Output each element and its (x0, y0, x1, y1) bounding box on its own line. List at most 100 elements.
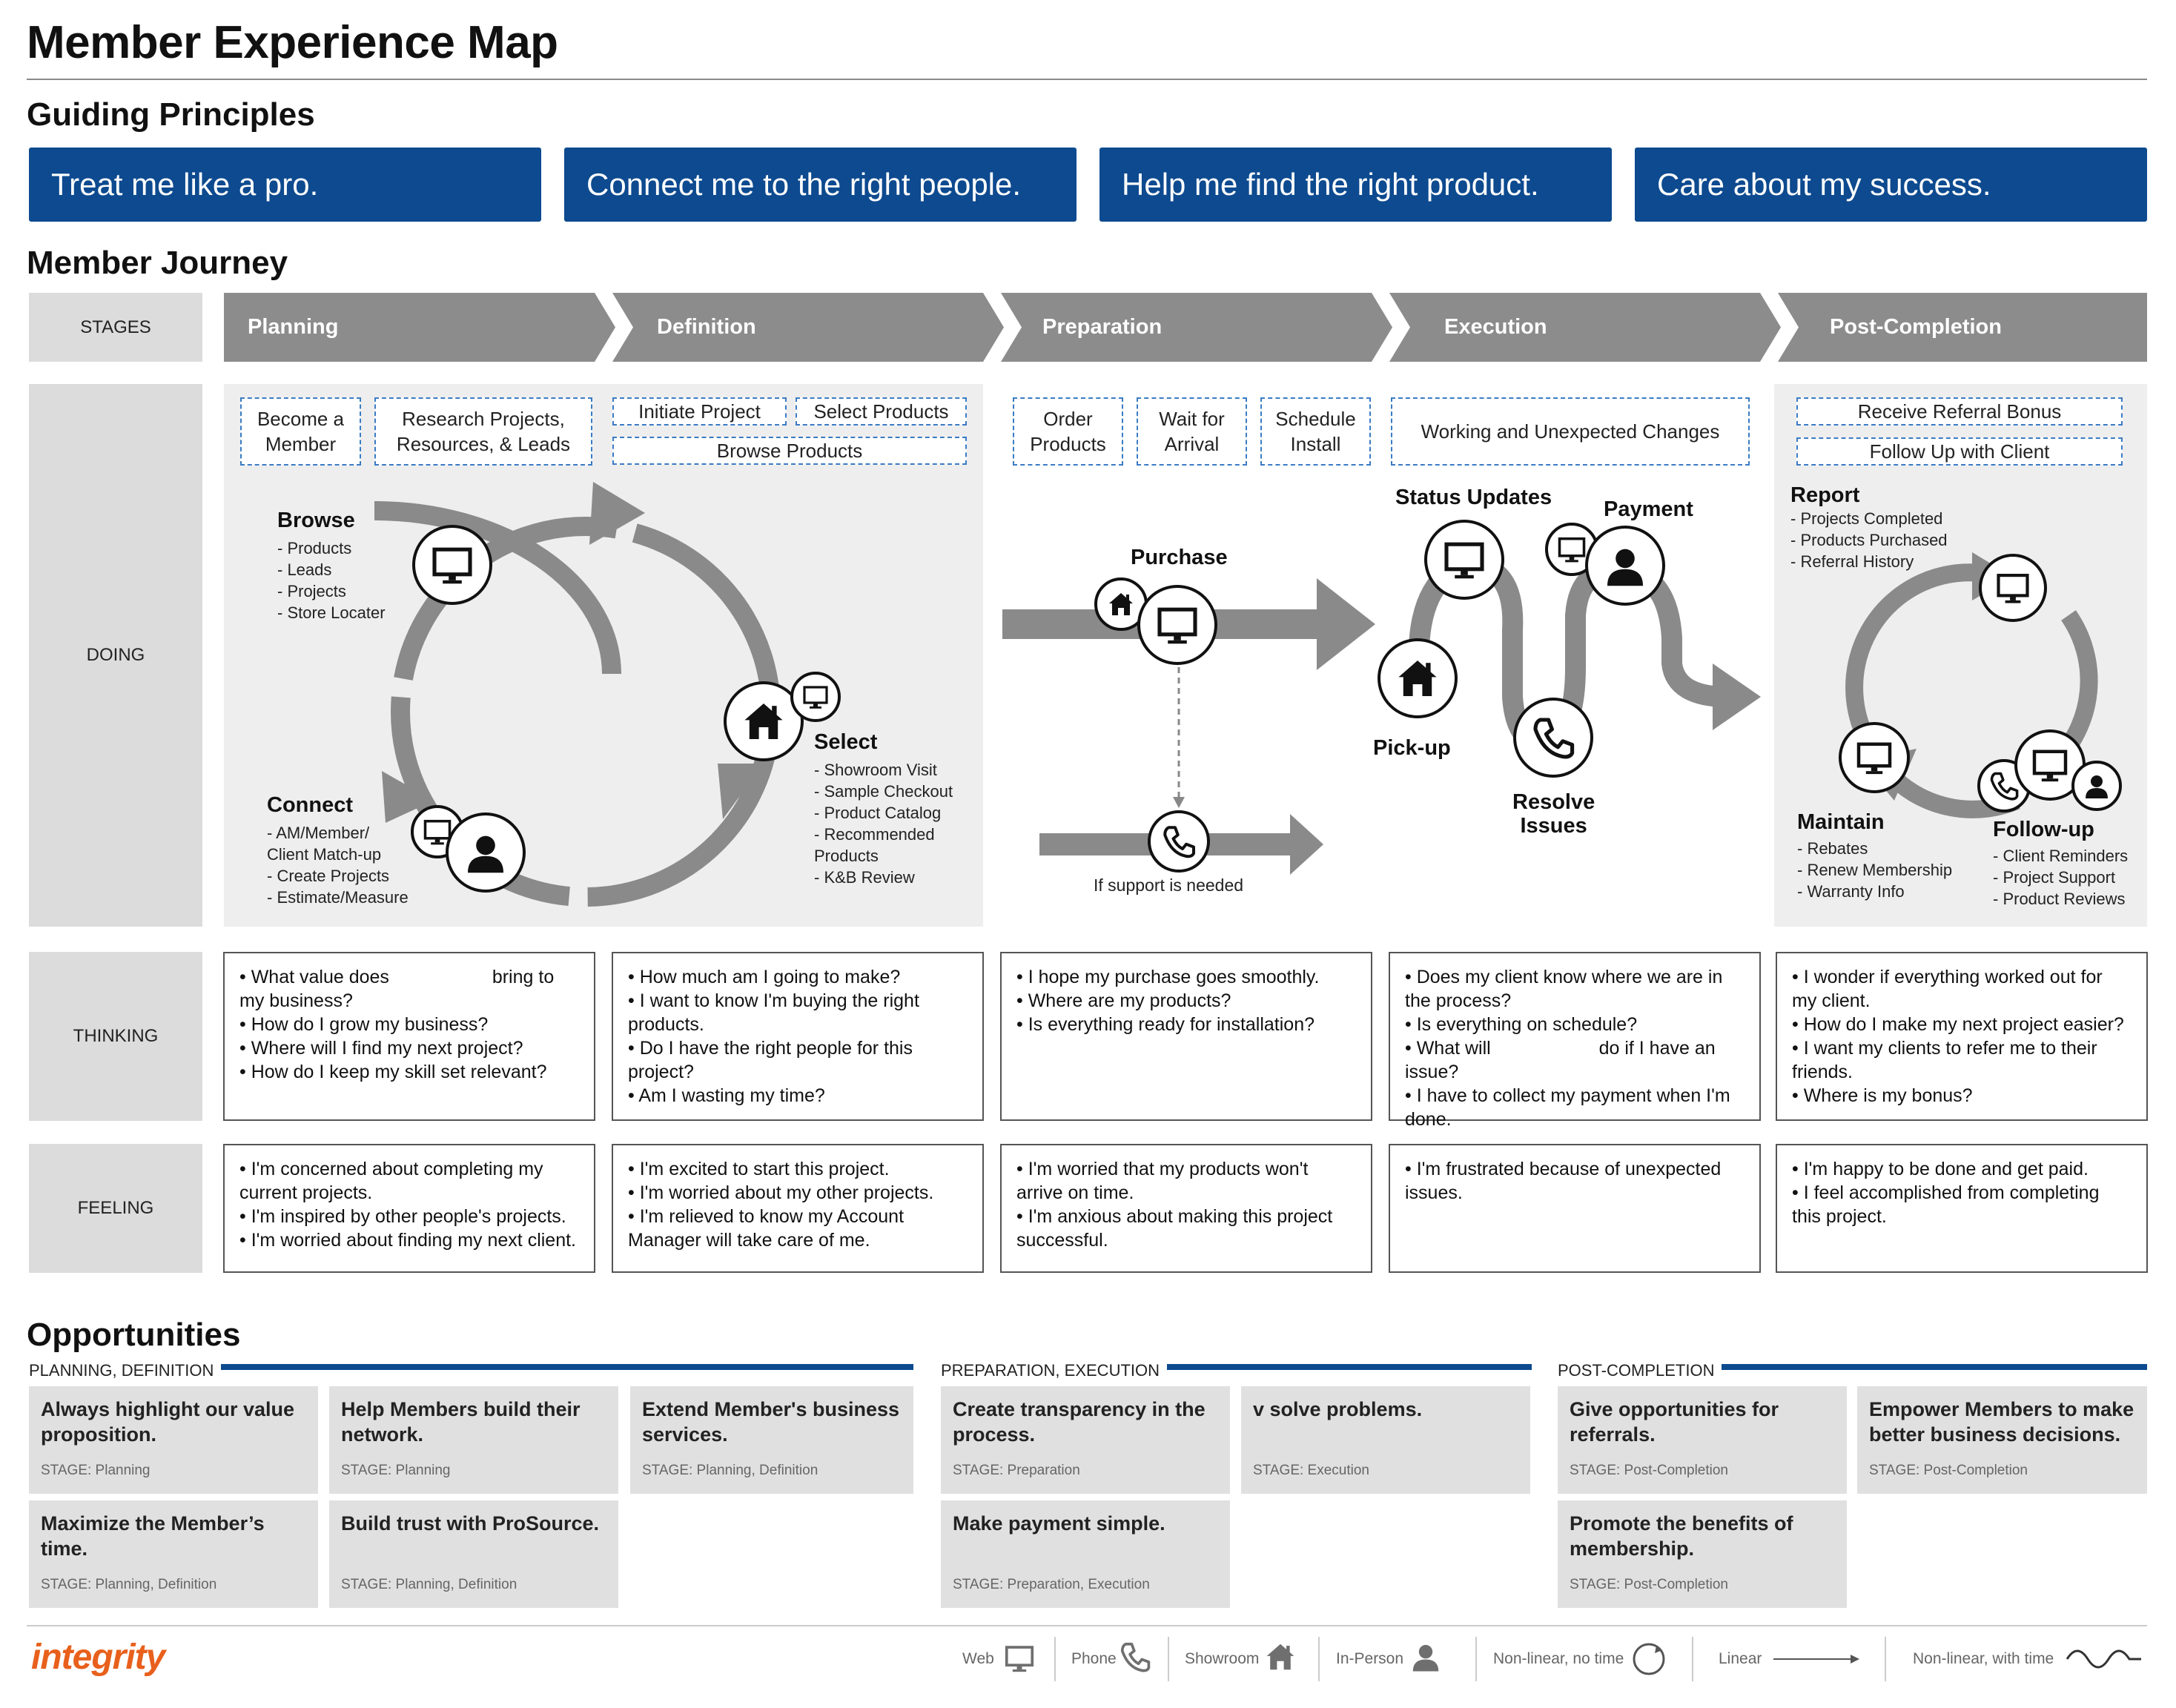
feeling-cell-preparation: • I'm worried that my products won't arr… (1000, 1144, 1372, 1273)
opportunity-stage: STAGE: Preparation (953, 1463, 1080, 1478)
connect-item: - Estimate/Measure (267, 888, 409, 907)
feeling-item: • I'm inspired by other people's project… (239, 1206, 566, 1227)
legend-in-person-label: In-Person (1336, 1650, 1404, 1667)
browse-title: Browse (277, 509, 355, 532)
row-label-stages: STAGES (29, 293, 202, 362)
opportunity-stage: STAGE: Preparation, Execution (953, 1577, 1150, 1592)
feeling-item: • I'm anxious about making this project … (1016, 1206, 1338, 1251)
row-label-doing: DOING (29, 384, 202, 927)
opportunity-title: Help Members build their network. (341, 1398, 581, 1446)
legend-divider (1475, 1637, 1477, 1681)
post-completion-cycle (1839, 552, 2122, 818)
thinking-item: • I have to collect my payment when I'm … (1405, 1085, 1736, 1130)
person-icon (1412, 1644, 1439, 1672)
browse-block: Browse - Products - Leads - Projects - S… (277, 509, 386, 623)
thinking-item: • Is everything ready for installation? (1016, 1014, 1315, 1035)
thinking-item: • Am I wasting my time? (628, 1085, 825, 1106)
opportunity-card: Create transparency in the process.STAGE… (941, 1386, 1230, 1494)
feeling-item: • I'm concerned about completing my curr… (239, 1159, 549, 1203)
box-browse-products: Browse Products (612, 437, 967, 465)
thinking-cell-planning: • What value does bring to my business? … (223, 952, 595, 1121)
followup-item: - Project Support (1993, 868, 2116, 887)
select-item: - Product Catalog (814, 804, 942, 822)
group-rule (1149, 1364, 1532, 1370)
opportunity-stage: STAGE: Planning, Definition (642, 1463, 819, 1478)
legend-phone-label: Phone (1071, 1650, 1117, 1667)
report-item: - Products Purchased (1790, 531, 1948, 549)
group-label-post-completion: POST-COMPLETION (1558, 1361, 1722, 1380)
row-label-feeling: FEELING (29, 1144, 202, 1273)
opportunity-stage: STAGE: Planning (341, 1463, 451, 1478)
preparation-flow (1002, 577, 1375, 875)
pickup-label: Pick-up (1373, 736, 1451, 760)
box-select-products: Select Products (796, 397, 967, 426)
box-initiate-project: Initiate Project (612, 397, 787, 426)
row-label-thinking: THINKING (29, 952, 202, 1121)
thinking-item: • Where are my products? (1016, 990, 1231, 1011)
principle-card: Help me find the right product. (1099, 148, 1612, 222)
feeling-item: • I'm worried about my other projects. (628, 1182, 934, 1203)
report-block: Report - Projects Completed - Products P… (1790, 483, 1948, 572)
legend-nonlinear-with-time-label: Non-linear, with time (1913, 1650, 2054, 1667)
feeling-cell-post-completion: • I'm happy to be done and get paid. • I… (1776, 1144, 2148, 1273)
legend-web-label: Web (962, 1650, 994, 1667)
thinking-item: • What will do if I have an issue? (1405, 1038, 1721, 1082)
feeling-item: • I'm happy to be done and get paid. (1792, 1159, 2089, 1179)
opportunity-title: Extend Member's business services. (642, 1398, 900, 1446)
opportunity-stage: STAGE: Post-Completion (1570, 1463, 1729, 1478)
stage-definition: Definition (612, 293, 1004, 362)
principle-card: Care about my success. (1635, 148, 2147, 222)
group-rule (215, 1364, 913, 1370)
thinking-item: • I wonder if everything worked out for … (1792, 967, 2108, 1011)
opportunity-stage: STAGE: Planning, Definition (341, 1577, 517, 1592)
select-item: - Recommended (814, 825, 935, 844)
box-schedule-install: Schedule Install (1260, 397, 1371, 466)
select-item: - Showroom Visit (814, 761, 937, 779)
report-item: - Projects Completed (1790, 509, 1943, 528)
feeling-item: • I'm frustrated because of unexpected i… (1405, 1159, 1727, 1203)
opportunity-card: Build trust with ProSource. STAGE: Planni… (329, 1500, 618, 1608)
opportunity-card: Make payment simple. STAGE: Preparation, … (941, 1500, 1230, 1608)
box-become-member: Become a Member (240, 397, 361, 466)
member-journey-heading: Member Journey (27, 245, 288, 281)
connect-block: Connect - AM/Member/ Client Match-up - C… (267, 793, 409, 908)
select-block: Select - Showroom Visit - Sample Checkou… (814, 730, 953, 888)
opportunity-title: Maximize the Member’s time. (41, 1512, 265, 1560)
connect-item: - Create Projects (267, 867, 390, 885)
planning-cycle-arrows (374, 482, 781, 907)
opportunity-title: Build trust with ProSource. (341, 1512, 600, 1535)
house-icon (1266, 1644, 1294, 1670)
legend-divider (1692, 1637, 1693, 1681)
report-item: - Referral History (1790, 552, 1914, 571)
title-divider (27, 79, 2147, 80)
thinking-item: • Does my client know where we are in th… (1405, 967, 1728, 1011)
thinking-item: • How much am I going to make? (628, 967, 901, 987)
footer-divider (27, 1625, 2147, 1626)
maintain-item: - Rebates (1797, 839, 1868, 858)
legend-divider (1318, 1637, 1320, 1681)
thinking-item: • How do I make my next project easier? (1792, 1014, 2124, 1035)
thinking-cell-post-completion: • I wonder if everything worked out for … (1776, 952, 2148, 1121)
thinking-item: • I want my clients to refer me to their… (1792, 1038, 2103, 1082)
connect-item: - AM/Member/ (267, 824, 370, 842)
legend-nonlinear-no-time-label: Non-linear, no time (1493, 1650, 1624, 1667)
opportunity-stage: STAGE: Post-Completion (1869, 1463, 2028, 1478)
followup-title: Follow-up (1993, 818, 2094, 841)
feeling-cell-definition: • I'm excited to start this project. • I… (612, 1144, 984, 1273)
phone-icon (1120, 1642, 1151, 1672)
status-updates-label: Status Updates (1395, 486, 1552, 509)
feeling-item: • I'm worried that my products won't arr… (1016, 1159, 1314, 1203)
feeling-item: • I'm excited to start this project. (628, 1159, 890, 1179)
opportunity-title: Make payment simple. (953, 1512, 1165, 1535)
page-title: Member Experience Map (27, 17, 558, 68)
principle-card: Connect me to the right people. (564, 148, 1077, 222)
execution-flow (1378, 520, 1761, 778)
box-referral-bonus: Receive Referral Bonus (1796, 397, 2123, 426)
legend-showroom-label: Showroom (1185, 1650, 1260, 1667)
thinking-item: • Do I have the right people for this pr… (628, 1038, 918, 1082)
box-wait-arrival: Wait for Arrival (1137, 397, 1247, 466)
maintain-item: - Renew Membership (1797, 861, 1953, 879)
support-label: If support is needed (1094, 875, 1244, 895)
opportunities-heading: Opportunities (27, 1317, 241, 1353)
guiding-principles-heading: Guiding Principles (27, 96, 315, 133)
